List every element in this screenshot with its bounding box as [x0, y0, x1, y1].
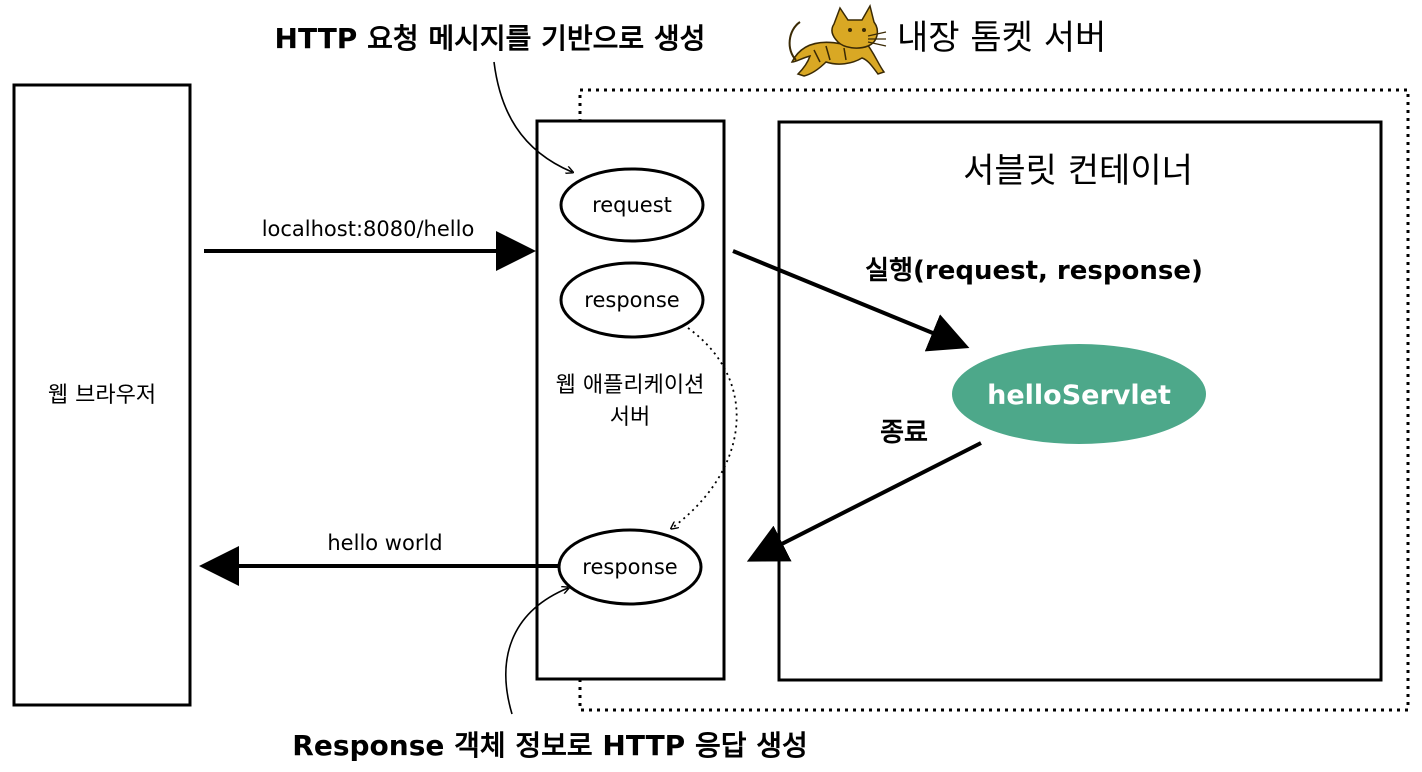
- hello-servlet-label: helloServlet: [987, 380, 1171, 411]
- bottom-caption: Response 객체 정보로 HTTP 응답 생성: [292, 729, 807, 762]
- execute-label: 실행(request, response): [865, 256, 1203, 286]
- bottom-caption-pointer-arrow: [505, 588, 568, 715]
- tomcat-title: 내장 톰켓 서버: [897, 18, 1106, 58]
- end-label: 종료: [880, 418, 928, 448]
- servlet-container-title: 서블릿 컨테이너: [963, 151, 1193, 191]
- execute-arrow: [732, 249, 970, 352]
- was-label-line2: 서버: [610, 405, 650, 430]
- tomcat-logo-icon: [788, 4, 887, 77]
- web-browser-label: 웹 브라우저: [48, 383, 156, 408]
- was-label-line1: 웹 애플리케이션: [556, 373, 705, 398]
- hello-servlet-node: [952, 344, 1206, 444]
- web-browser-box: [12, 83, 192, 707]
- response-object: [559, 261, 705, 339]
- response-out-object-label: response: [582, 555, 677, 579]
- end-arrow: [746, 441, 982, 562]
- response-body-label: hello world: [327, 531, 442, 555]
- response-out-object: [557, 528, 703, 606]
- top-caption-pointer-arrow: [493, 61, 572, 172]
- request-object-label: request: [592, 193, 672, 217]
- response-object-label: response: [584, 288, 679, 312]
- request-url-label: localhost:8080/hello: [262, 217, 475, 241]
- top-caption: HTTP 요청 메시지를 기반으로 생성: [275, 22, 706, 55]
- request-object: [559, 167, 705, 243]
- response-copy-dotted-arrow: [672, 327, 738, 528]
